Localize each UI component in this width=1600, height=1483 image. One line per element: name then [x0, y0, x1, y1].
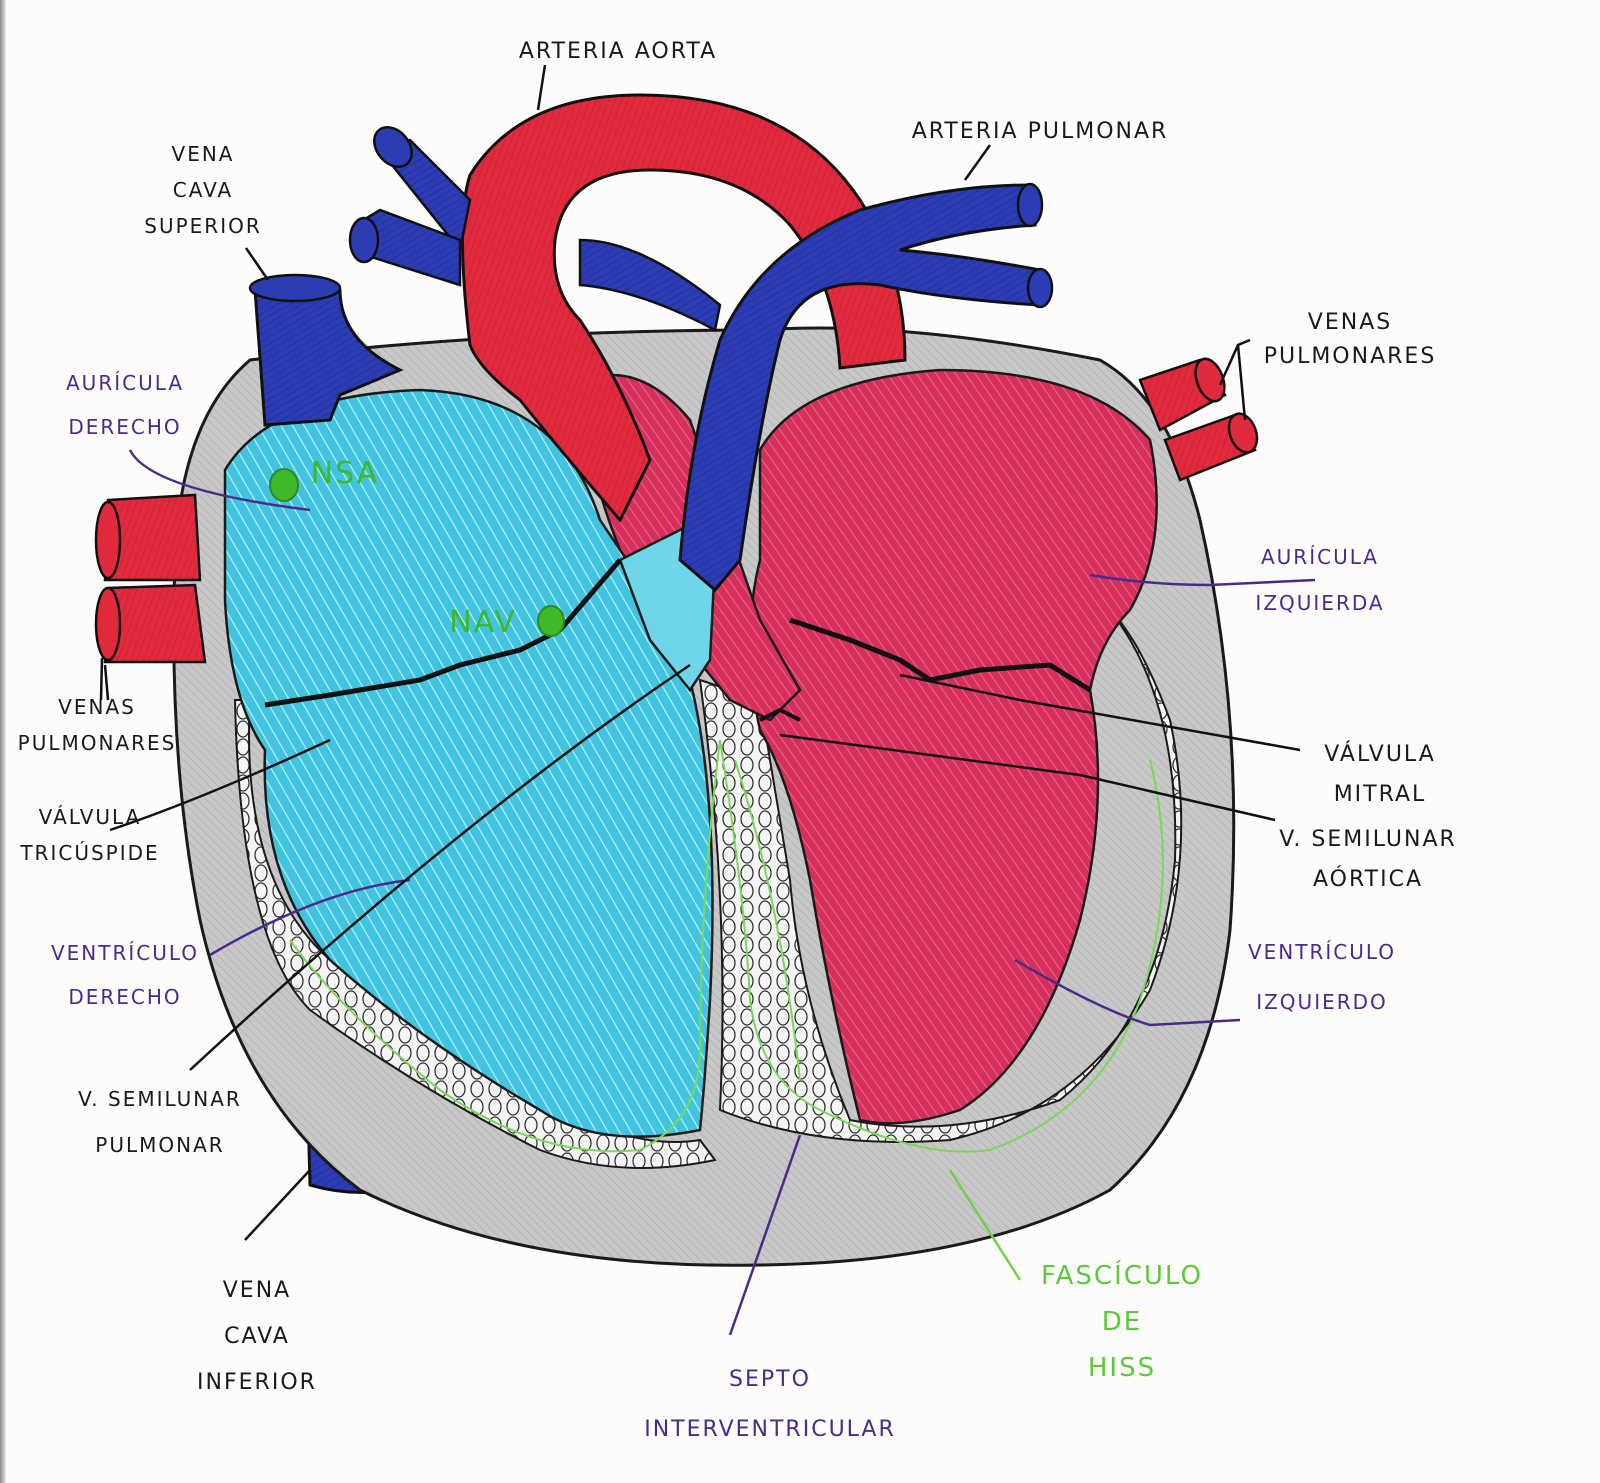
conduction-system — [269, 468, 1164, 1153]
aortic-semilunar-valve — [759, 707, 801, 722]
leader-lines — [99, 64, 1316, 1336]
right-heart-chamber — [223, 388, 714, 1138]
pulmonary-veins-right — [1138, 357, 1259, 482]
left-heart-chamber — [748, 368, 1158, 1125]
nsa-node — [269, 468, 299, 502]
label-auricula-derecho: AURÍCULA DERECHO — [65, 371, 185, 439]
pulmonary-branch-left — [578, 238, 722, 332]
label-valvula-mitral: VÁLVULA MITRAL — [1324, 742, 1436, 807]
label-v-semilunar-aortica: V. SEMILUNAR AÓRTICA — [1279, 827, 1457, 892]
label-arteria-pulmonar: ARTERIA PULMONAR — [911, 119, 1169, 144]
label-auricula-izquierda: AURÍCULA IZQUIERDA — [1255, 545, 1385, 615]
nav-node — [537, 605, 565, 637]
pulmonary-opening-upper — [1016, 182, 1044, 228]
label-ventriculo-derecho: VENTRÍCULO DERECHO — [50, 941, 200, 1009]
label-valvula-tricuspide: VÁLVULA TRICÚSPIDE — [20, 805, 160, 865]
label-arteria-aorta: ARTERIA AORTA — [518, 39, 718, 64]
pulmonary-opening-lower — [1026, 267, 1054, 309]
pulmonary-veins-left — [94, 493, 207, 664]
aortic-arch — [461, 93, 907, 523]
label-vena-cava-inferior: VENA CAVA INFERIOR — [197, 1278, 317, 1395]
label-venas-pulmonares-right: VENAS PULMONARES — [1263, 310, 1437, 369]
paper-edge — [0, 0, 6, 1483]
label-nav: NAV — [449, 605, 517, 640]
label-fasciculo-de-hiss: FASCÍCULO DE HISS — [1041, 1261, 1203, 1383]
pulmonary-artery — [678, 183, 1042, 593]
vena-cava-superior-vessel — [248, 126, 472, 427]
label-venas-pulmonares-left: VENAS PULMONARES — [17, 695, 177, 755]
label-vena-cava-superior: VENA CAVA SUPERIOR — [144, 142, 262, 238]
label-v-semilunar-pulmonar: V. SEMILUNAR PULMONAR — [78, 1087, 242, 1157]
label-ventriculo-izquierdo: VENTRÍCULO IZQUIERDO — [1247, 940, 1397, 1014]
label-septo-interventricular: SEPTO INTERVENTRICULAR — [644, 1367, 896, 1442]
label-nsa: NSA — [310, 456, 380, 491]
